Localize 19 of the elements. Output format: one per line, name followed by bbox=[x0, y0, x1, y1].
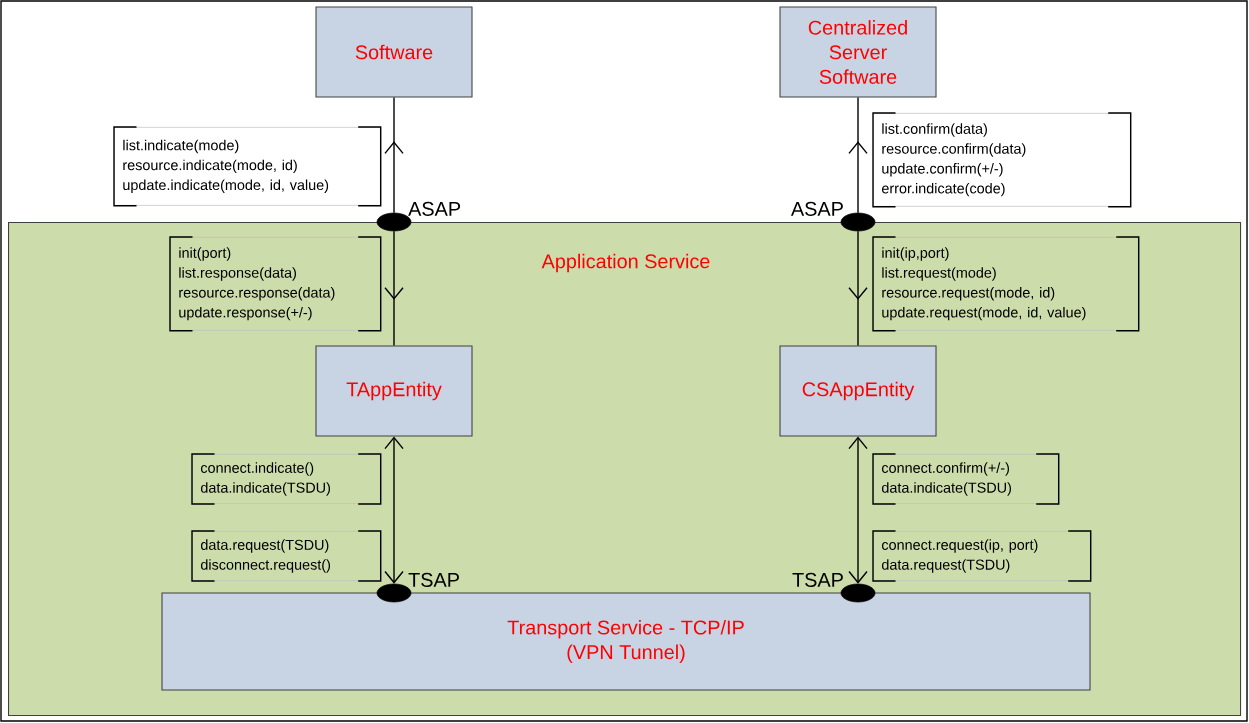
message-list: data.request(TSDU) disconnect.request() bbox=[191, 530, 382, 582]
access-point-label: TSAP bbox=[792, 572, 843, 587]
access-point-label: TSAP bbox=[408, 572, 459, 587]
message-list: connect.indicate() data.indicate(TSDU) bbox=[191, 453, 382, 505]
entity-box: CSAppEntity bbox=[779, 345, 937, 437]
access-point-label: ASAP bbox=[790, 201, 843, 216]
access-point-label: ASAP bbox=[408, 201, 461, 216]
message-list: list.confirm(data) resource.confirm(data) update.confirm(+/-) error.indicate(code) bbox=[872, 112, 1132, 208]
arrow bbox=[848, 436, 868, 584]
entity-box: Centralized Server Software bbox=[779, 6, 937, 98]
arrow bbox=[384, 436, 404, 584]
entity-box: Software bbox=[315, 6, 473, 98]
entity-box: TAppEntity bbox=[315, 345, 473, 437]
message-list: list.indicate(mode) resource.indicate(mode, id) update.indicate(mode, id, value) bbox=[113, 126, 382, 207]
entity-box: Transport Service - TCP/IP (VPN Tunnel) bbox=[161, 592, 1091, 691]
message-list: init(port) list.response(data) resource.response(data) update.response(+/-) bbox=[169, 236, 382, 332]
message-list: connect.request(ip, port) data.request(TSDU) bbox=[872, 530, 1092, 582]
message-list: connect.confirm(+/-) data.indicate(TSDU) bbox=[872, 453, 1060, 505]
message-list: init(ip,port) list.request(mode) resource.request(mode, id) update.request(mode, id, value) bbox=[872, 236, 1140, 332]
